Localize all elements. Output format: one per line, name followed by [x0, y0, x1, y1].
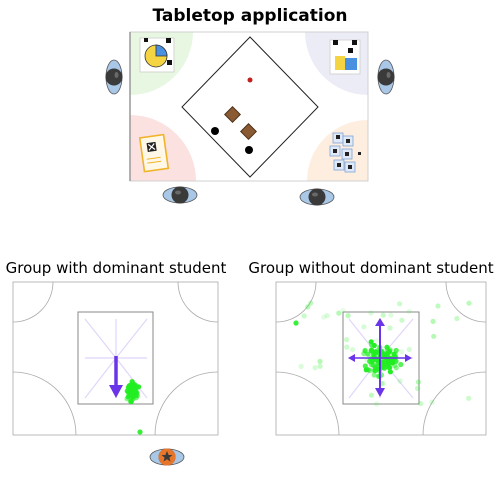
right-workspace-box: [342, 311, 420, 405]
token-diamond-1: [224, 106, 241, 123]
person-icon: [105, 59, 123, 95]
token-diamond-2: [240, 123, 257, 140]
interaction-point: [380, 312, 386, 318]
interaction-point: [308, 300, 314, 306]
interaction-point: [301, 313, 307, 319]
interaction-point: [386, 358, 392, 364]
interaction-point: [372, 352, 378, 358]
interaction-point: [374, 338, 380, 344]
interaction-point: [345, 313, 351, 319]
interaction-point: [383, 361, 390, 367]
interaction-point: [124, 396, 130, 402]
interaction-point: [340, 307, 346, 313]
interaction-point: [336, 310, 342, 316]
interaction-point: [399, 317, 405, 323]
interaction-point: [435, 303, 441, 309]
interaction-point: [371, 342, 377, 349]
pie-chart-icon[interactable]: [139, 37, 175, 73]
left-panel: [12, 281, 219, 466]
interaction-point: [387, 365, 393, 371]
person-icon: [162, 186, 198, 204]
interaction-point: [344, 344, 350, 350]
right-panel-title: Group without dominant student: [248, 259, 494, 277]
interaction-point: [361, 324, 367, 330]
dominant-direction-arrow: [109, 356, 123, 398]
left-workspace-box: [77, 311, 154, 405]
interaction-point: [388, 312, 394, 318]
interaction-point: [381, 358, 387, 364]
interaction-point: [380, 381, 386, 387]
interaction-point: [350, 347, 356, 353]
left-panel-title: Group with dominant student: [5, 259, 227, 277]
interaction-point: [466, 395, 472, 401]
bar-chart-icon[interactable]: [329, 39, 361, 75]
interaction-point: [466, 300, 472, 306]
mindmap-card-icon[interactable]: [138, 133, 170, 173]
interaction-point: [387, 325, 393, 331]
interaction-point: [129, 393, 135, 399]
interaction-point: [137, 429, 143, 435]
person-icon: [377, 59, 395, 95]
grid-cards-icon[interactable]: [329, 132, 361, 173]
interaction-point: [312, 365, 318, 371]
interaction-point: [324, 313, 330, 319]
interaction-point: [387, 347, 393, 353]
interaction-point: [387, 369, 393, 375]
interaction-point: [344, 337, 350, 343]
interaction-point: [398, 361, 404, 368]
interaction-point: [415, 385, 421, 391]
token-black-1: [211, 127, 219, 135]
interaction-point: [430, 318, 436, 324]
interaction-point: [368, 339, 374, 345]
interaction-point: [373, 401, 380, 407]
interaction-point: [415, 379, 421, 385]
token-black-2: [245, 146, 253, 154]
interaction-point: [397, 301, 403, 307]
interaction-point: [418, 401, 424, 407]
interaction-point: [136, 384, 142, 390]
interaction-point: [317, 358, 323, 364]
balanced-direction-arrow: [348, 318, 412, 397]
interaction-point: [321, 314, 327, 320]
interaction-point: [129, 384, 136, 390]
central-workspace: [181, 36, 319, 178]
interaction-point: [361, 351, 367, 357]
left-gaze-points: [124, 379, 143, 435]
interaction-point: [406, 308, 412, 314]
interaction-point: [431, 333, 437, 339]
interaction-point: [406, 346, 412, 352]
interaction-point: [368, 392, 375, 398]
interaction-point: [363, 367, 369, 373]
interaction-point: [399, 349, 405, 355]
token-red: [247, 77, 253, 83]
interaction-point: [429, 399, 435, 405]
interaction-point: [369, 347, 375, 353]
interaction-point: [128, 398, 134, 405]
person-icon: [299, 188, 335, 206]
interaction-point: [368, 310, 374, 316]
interaction-point: [380, 359, 386, 365]
interaction-point: [293, 320, 299, 326]
interaction-point: [298, 363, 304, 369]
interaction-point: [454, 315, 460, 322]
interaction-point: [371, 368, 377, 374]
shared-tokens: [211, 77, 257, 154]
star-icon: [161, 451, 173, 462]
interaction-point: [305, 304, 311, 310]
interaction-point: [365, 351, 371, 357]
interaction-point: [317, 363, 323, 369]
tabletop: [105, 31, 395, 206]
main-title: Tabletop application: [152, 6, 348, 26]
right-panel: [275, 281, 487, 436]
interaction-point: [393, 347, 399, 354]
interaction-point: [371, 372, 377, 378]
dominant-student-marker: [149, 448, 185, 466]
interaction-point: [368, 362, 375, 368]
interaction-point: [397, 378, 403, 384]
